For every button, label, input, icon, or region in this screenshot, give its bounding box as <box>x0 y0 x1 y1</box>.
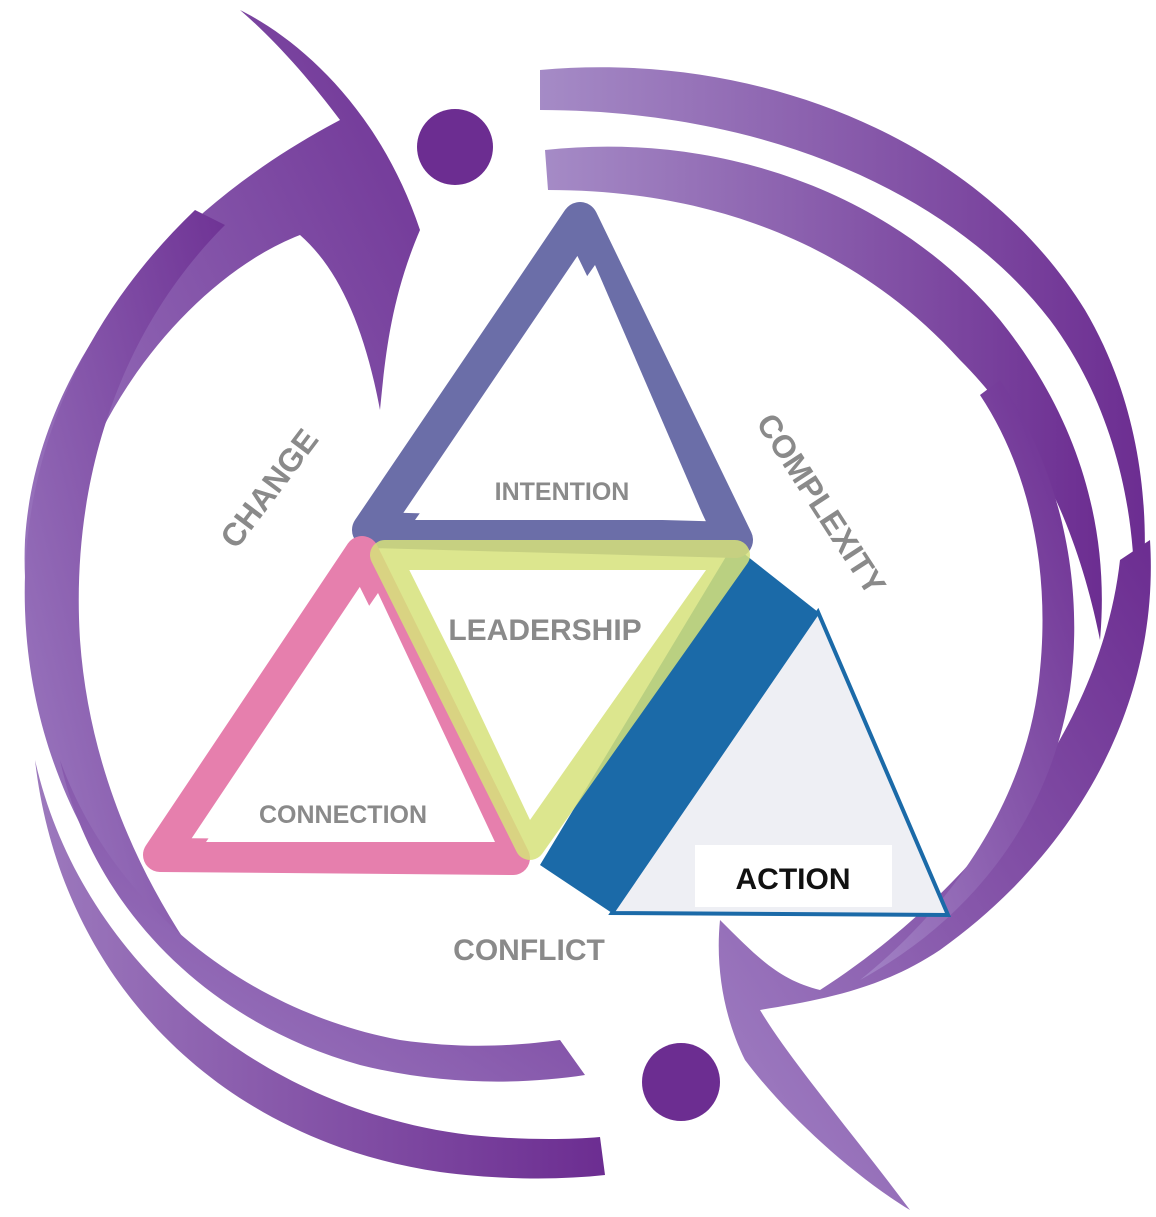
connection-triangle-outline <box>143 536 530 875</box>
figure-top-arc-outer <box>540 67 1145 690</box>
label-connection: CONNECTION <box>259 801 427 829</box>
connection-triangle <box>143 536 530 875</box>
label-leadership: LEADERSHIP <box>448 614 641 647</box>
connection-triangle-inner <box>206 593 495 842</box>
figure-head-bottom <box>642 1043 720 1121</box>
figure-top-left-arm <box>24 10 421 820</box>
action-label-box <box>695 845 892 907</box>
label-intention: INTENTION <box>495 478 630 506</box>
label-action: ACTION <box>736 863 851 896</box>
action-triangle-band <box>540 545 818 913</box>
figure-left-arc-outer <box>24 210 225 990</box>
figure-bottom-arc <box>35 760 605 1179</box>
intention-triangle-outline <box>352 202 753 558</box>
circle-figures <box>24 10 1151 1210</box>
leadership-triangle <box>370 540 750 860</box>
figure-head-top <box>417 109 493 185</box>
intention-triangle <box>352 202 753 558</box>
leadership-triangle-inner <box>412 570 705 820</box>
label-conflict: CONFLICT <box>453 934 605 967</box>
label-complexity: COMPLEXITY <box>749 407 892 601</box>
figure-left-arc-inner <box>60 760 585 1082</box>
intention-triangle-inner <box>415 265 705 520</box>
leadership-triangle-outline <box>370 540 750 860</box>
label-change: CHANGE <box>213 422 325 554</box>
action-triangle <box>540 545 952 918</box>
